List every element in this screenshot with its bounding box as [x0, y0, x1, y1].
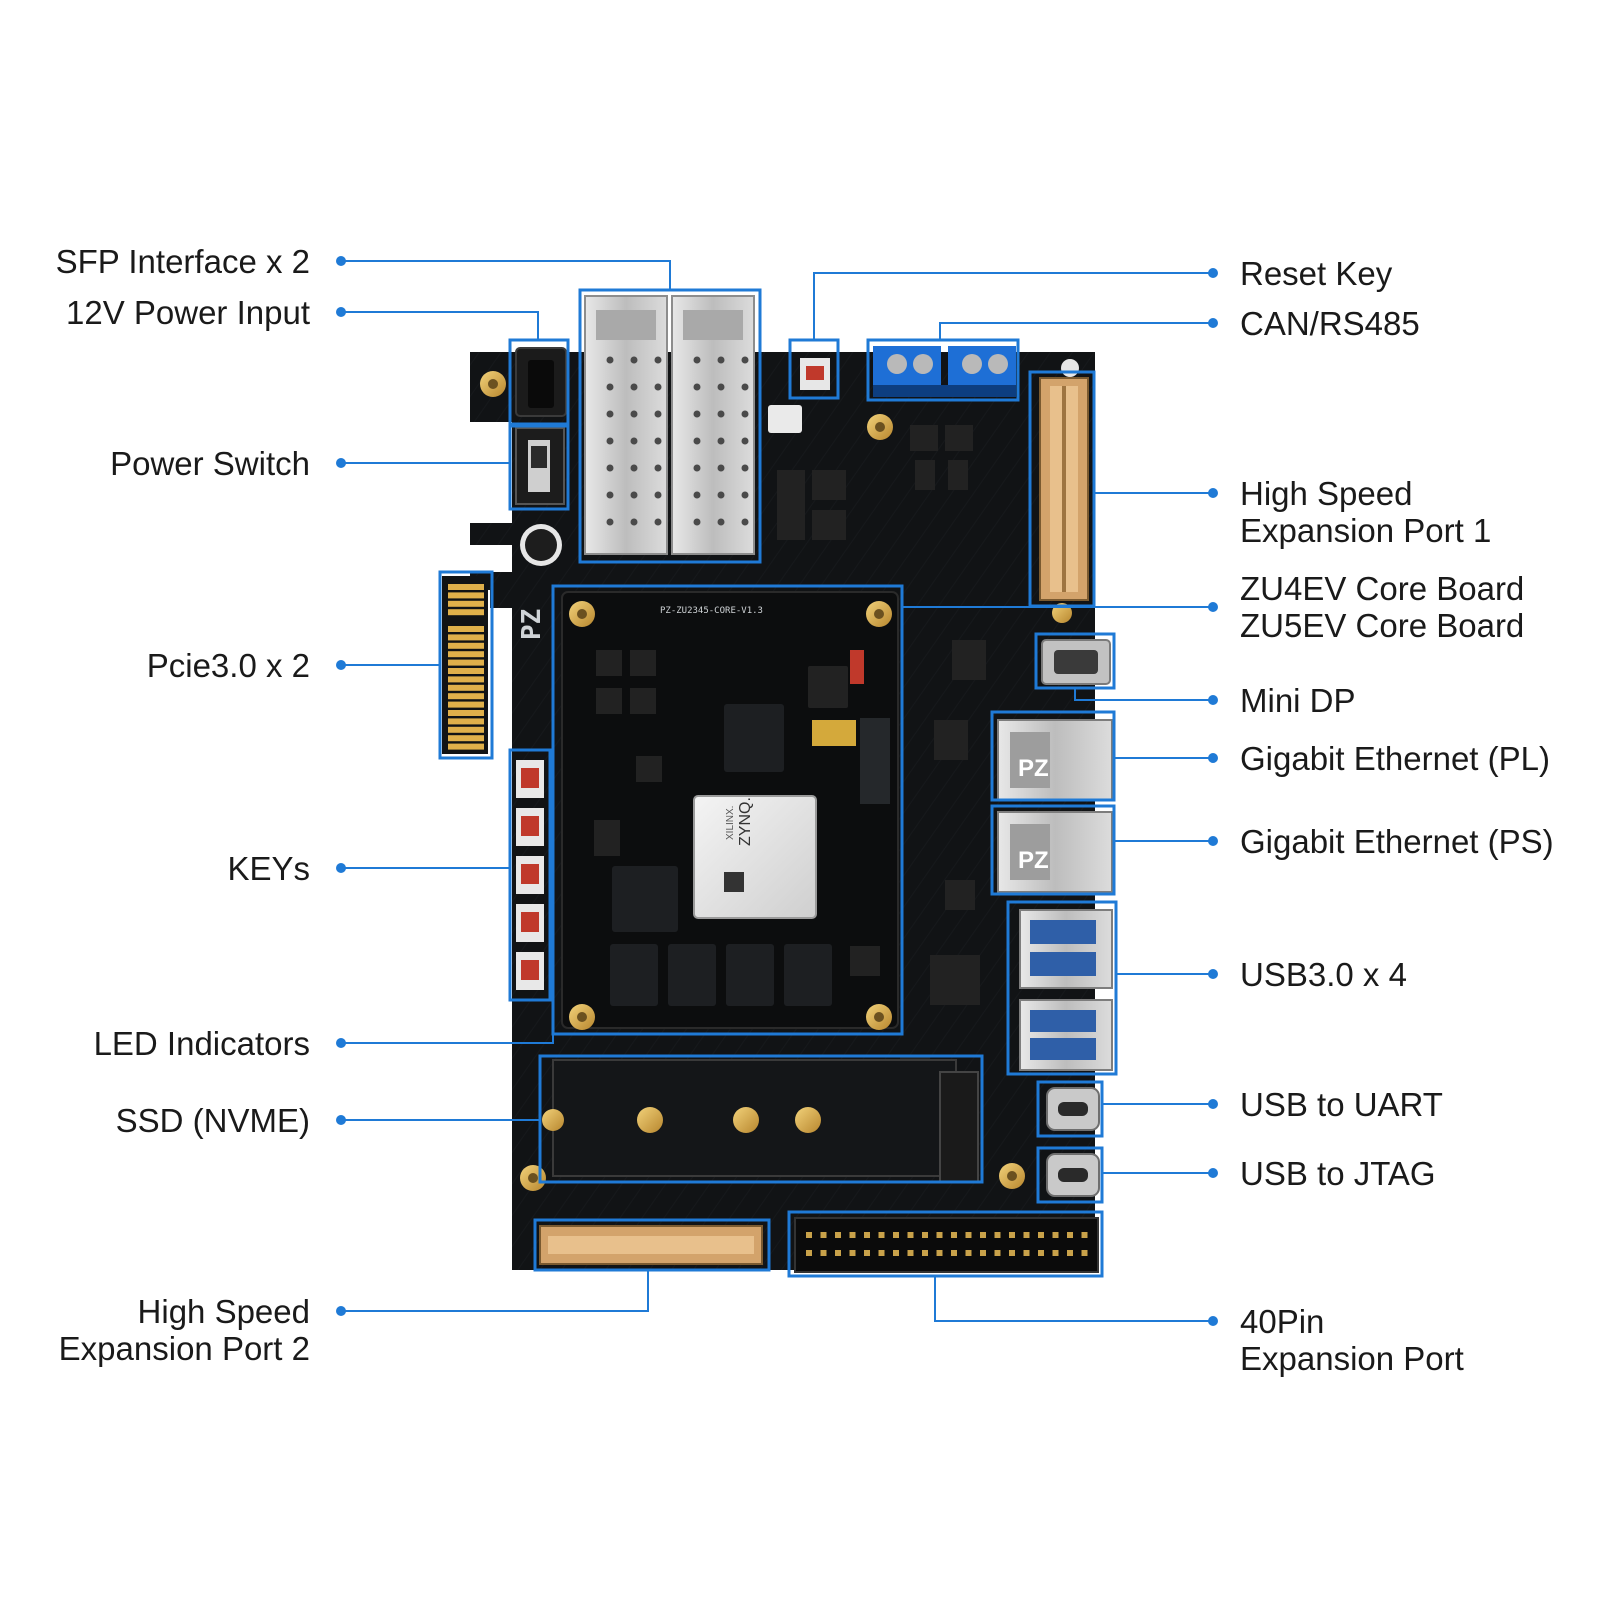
chip-brand: XILINX. [725, 806, 736, 840]
label-sfp-interface: SFP Interface x 2 [55, 243, 310, 280]
label-gpio-line1: 40Pin [1240, 1303, 1325, 1340]
label-40pin-expansion: 40Pin Expansion Port [1240, 1303, 1464, 1377]
label-eth-pl: Gigabit Ethernet (PL) [1240, 740, 1550, 777]
hs-connector-2 [539, 1225, 763, 1265]
label-hs2-line2: Expansion Port 2 [58, 1330, 310, 1367]
label-core-line1: ZU4EV Core Board [1240, 570, 1525, 607]
label-usb-uart: USB to UART [1240, 1086, 1443, 1123]
pcie-gold-fingers [442, 576, 488, 754]
leader-lines [341, 260, 1213, 1322]
label-gpio-line2: Expansion Port [1240, 1340, 1464, 1377]
ethernet-ps-port: PZ [997, 811, 1113, 893]
reset-key [800, 358, 830, 390]
leader-dots [336, 256, 1218, 1326]
ethernet-pl-port: PZ [997, 719, 1113, 801]
label-hs2-line1: High Speed [137, 1293, 310, 1330]
capacitor [520, 524, 562, 566]
label-reset-key: Reset Key [1240, 255, 1393, 292]
core-silk: PZ-ZU2345-CORE-V1.3 [660, 606, 763, 616]
highlight-boxes [438, 288, 1118, 1278]
label-power-switch: Power Switch [110, 445, 310, 482]
label-usb-jtag: USB to JTAG [1240, 1155, 1436, 1192]
label-mini-dp: Mini DP [1240, 682, 1356, 719]
hs-connector-1 [1039, 377, 1089, 601]
label-can-rs485: CAN/RS485 [1240, 305, 1420, 342]
mini-dp-port [1041, 639, 1111, 685]
label-pcie: Pcie3.0 x 2 [146, 647, 310, 684]
jst-connector [768, 405, 802, 433]
usb-jtag-port [1046, 1153, 1100, 1197]
label-hs-expansion-1: High Speed Expansion Port 1 [1240, 475, 1491, 549]
sfp-cages [584, 295, 755, 555]
label-core-board: ZU4EV Core Board ZU5EV Core Board [1240, 570, 1524, 644]
gpio-header [794, 1217, 1099, 1273]
label-hs-expansion-2: High Speed Expansion Port 2 [59, 1293, 310, 1367]
label-hs1-line1: High Speed [1240, 475, 1413, 512]
label-core-line2: ZU5EV Core Board [1240, 607, 1525, 644]
label-led-indicators: LED Indicators [93, 1025, 310, 1062]
core-board: PZ-ZU2345-CORE-V1.3 XILINX. ZYNQ. [561, 591, 899, 1030]
label-hs1-line2: Expansion Port 1 [1240, 512, 1492, 549]
dc-power-jack [515, 347, 567, 417]
can-terminals [873, 346, 1016, 397]
power-switch [515, 427, 565, 505]
usb3-ports [1019, 909, 1113, 1071]
label-ssd: SSD (NVME) [115, 1102, 310, 1139]
usb-uart-port [1046, 1087, 1100, 1131]
eth-logo: PZ [1018, 847, 1049, 874]
label-power-input: 12V Power Input [66, 294, 310, 331]
board-logo: PZ [517, 609, 547, 640]
label-keys: KEYs [227, 850, 310, 887]
chip-family: ZYNQ. [737, 797, 754, 846]
key-buttons [516, 760, 544, 990]
m2-ssd-slot [542, 1059, 979, 1183]
eth-logo: PZ [1018, 755, 1049, 782]
label-eth-ps: Gigabit Ethernet (PS) [1240, 823, 1554, 860]
label-usb3: USB3.0 x 4 [1240, 956, 1407, 993]
